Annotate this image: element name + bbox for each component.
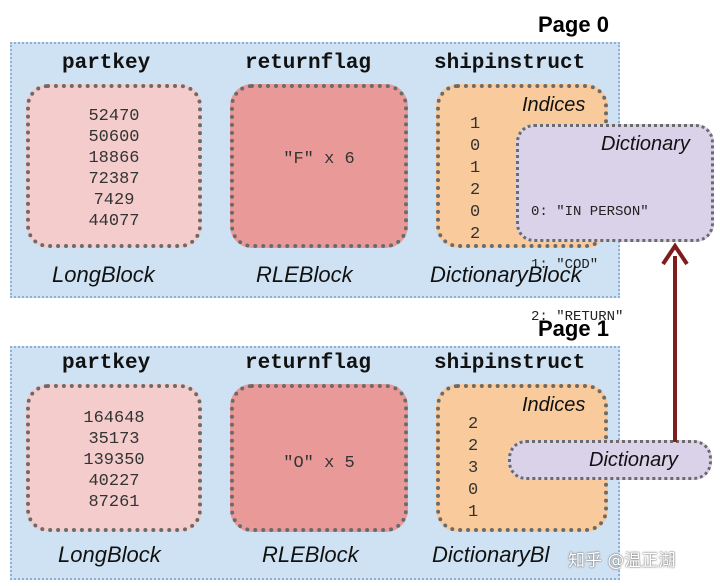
page-0-title: Page 0 — [538, 12, 609, 37]
long-value: 164648 — [83, 409, 145, 428]
page-1-long-values: 164648 35173 139350 40227 87261 — [30, 408, 198, 513]
page-0-rle-value: "F" x 6 — [283, 150, 355, 169]
page-1-indices-label: Indices — [522, 394, 586, 416]
long-value: 87261 — [88, 493, 140, 512]
dictionary-entry: 0: "IN PERSON" — [531, 204, 649, 220]
page-0-long-block: 52470 50600 18866 72387 7429 44077 — [26, 84, 202, 248]
long-value: 72387 — [88, 170, 140, 189]
page-0-type-long: LongBlock — [52, 262, 155, 287]
page-1-type-long: LongBlock — [58, 542, 161, 567]
index-value: 1 — [470, 115, 481, 134]
index-value: 0 — [468, 481, 479, 500]
page-0-indices: 1 0 1 2 0 2 — [470, 114, 480, 246]
index-value: 2 — [470, 225, 481, 244]
page-1-dictionary-reference: Dictionary — [508, 440, 712, 480]
index-value: 2 — [468, 437, 479, 456]
arrow-head-icon — [661, 242, 689, 266]
page-1-type-rle: RLEBlock — [262, 542, 359, 567]
long-value: 18866 — [88, 149, 140, 168]
page-0-dictionary-label: Dictionary — [601, 133, 690, 155]
page-0-col-returnflag: returnflag — [245, 52, 372, 75]
long-value: 50600 — [88, 128, 140, 147]
index-value: 3 — [468, 459, 479, 478]
index-value: 2 — [470, 181, 481, 200]
page-0-rle-block: "F" x 6 — [230, 84, 408, 248]
watermark: 知乎 @温正湖 — [568, 551, 676, 571]
page-1-col-partkey: partkey — [62, 352, 151, 375]
page-1-rle-block: "O" x 5 — [230, 384, 408, 532]
page-1-col-returnflag: returnflag — [245, 352, 372, 375]
page-1-long-block: 164648 35173 139350 40227 87261 — [26, 384, 202, 532]
long-value: 7429 — [93, 191, 135, 210]
page-1-title: Page 1 — [538, 316, 609, 341]
page-0-indices-label: Indices — [522, 94, 586, 116]
dictionary-entry: 2: "RETURN" — [531, 309, 624, 325]
page-1-col-shipinstruct: shipinstruct — [434, 352, 586, 375]
dictionary-entry: 1: "COD" — [531, 256, 599, 273]
long-value: 139350 — [83, 451, 145, 470]
index-value: 1 — [470, 159, 481, 178]
page-1-rle-value: "O" x 5 — [283, 454, 355, 473]
page-1-dictionary-label: Dictionary — [589, 449, 678, 471]
page-0-col-shipinstruct: shipinstruct — [434, 52, 586, 75]
index-value: 1 — [468, 503, 479, 522]
page-0-type-rle: RLEBlock — [256, 262, 353, 287]
page-0-long-values: 52470 50600 18866 72387 7429 44077 — [30, 106, 198, 232]
long-value: 44077 — [88, 212, 140, 231]
index-value: 2 — [468, 415, 479, 434]
long-value: 35173 — [88, 430, 140, 449]
index-value: 0 — [470, 203, 481, 222]
page-1-indices: 2 2 3 0 1 — [468, 414, 478, 524]
long-value: 52470 — [88, 107, 140, 126]
page-0-type-dictionary: DictionaryBlock — [430, 262, 582, 287]
page-1-type-dictionary: DictionaryBl — [432, 542, 550, 567]
index-value: 0 — [470, 137, 481, 156]
page-0-col-partkey: partkey — [62, 52, 151, 75]
long-value: 40227 — [88, 472, 140, 491]
